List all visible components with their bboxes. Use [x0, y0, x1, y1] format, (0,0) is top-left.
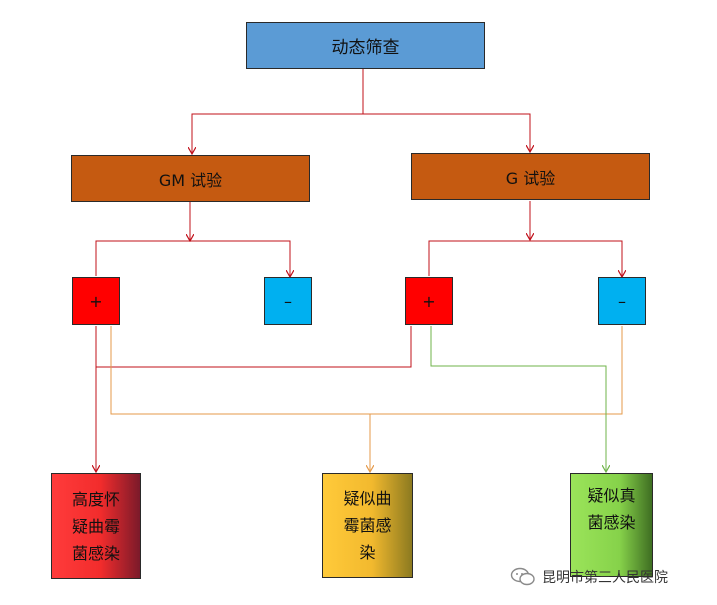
gm-positive-box: + [72, 277, 120, 325]
suspected-fungal-label: 疑似真 菌感染 [587, 486, 636, 532]
suspected-fungal-box: 疑似真 菌感染 [570, 473, 653, 577]
double-positive-connector [96, 326, 412, 471]
g-test-label: G 试验 [505, 168, 556, 188]
g-positive-label: + [422, 291, 436, 311]
gm-negative-box: – [264, 277, 312, 325]
wechat-icon [510, 567, 535, 586]
g-positive-box: + [405, 277, 453, 325]
dynamic-screening-label: 动态筛查 [331, 38, 400, 58]
dynamic-screening-box: 动态筛查 [246, 22, 485, 69]
g-test-box: G 试验 [411, 153, 650, 200]
watermark-text: 昆明市第三人民医院 [542, 570, 668, 586]
suspected-aspergillus-label: 疑似曲 霉菌感 染 [343, 489, 392, 562]
gm-test-label: GM 试验 [158, 170, 223, 190]
high-suspicion-aspergillus-label: 高度怀 疑曲霉 菌感染 [71, 489, 120, 563]
high-suspicion-aspergillus-box: 高度怀 疑曲霉 菌感染 [51, 473, 141, 579]
mixed-result-connector [110, 326, 623, 471]
root-to-tests-connector [192, 69, 530, 153]
gm-positive-label: + [89, 291, 103, 311]
g-negative-box: – [598, 277, 646, 325]
gm-test-to-signs-connector [95, 202, 290, 276]
suspected-aspergillus-box: 疑似曲 霉菌感 染 [322, 473, 413, 578]
watermark: 昆明市第三人民医院 [510, 566, 668, 588]
g-test-to-signs-connector [428, 201, 622, 276]
gm-test-box: GM 试验 [71, 155, 310, 202]
g-positive-connector [430, 326, 606, 471]
gm-negative-label: – [284, 291, 292, 311]
g-negative-label: – [618, 291, 626, 311]
